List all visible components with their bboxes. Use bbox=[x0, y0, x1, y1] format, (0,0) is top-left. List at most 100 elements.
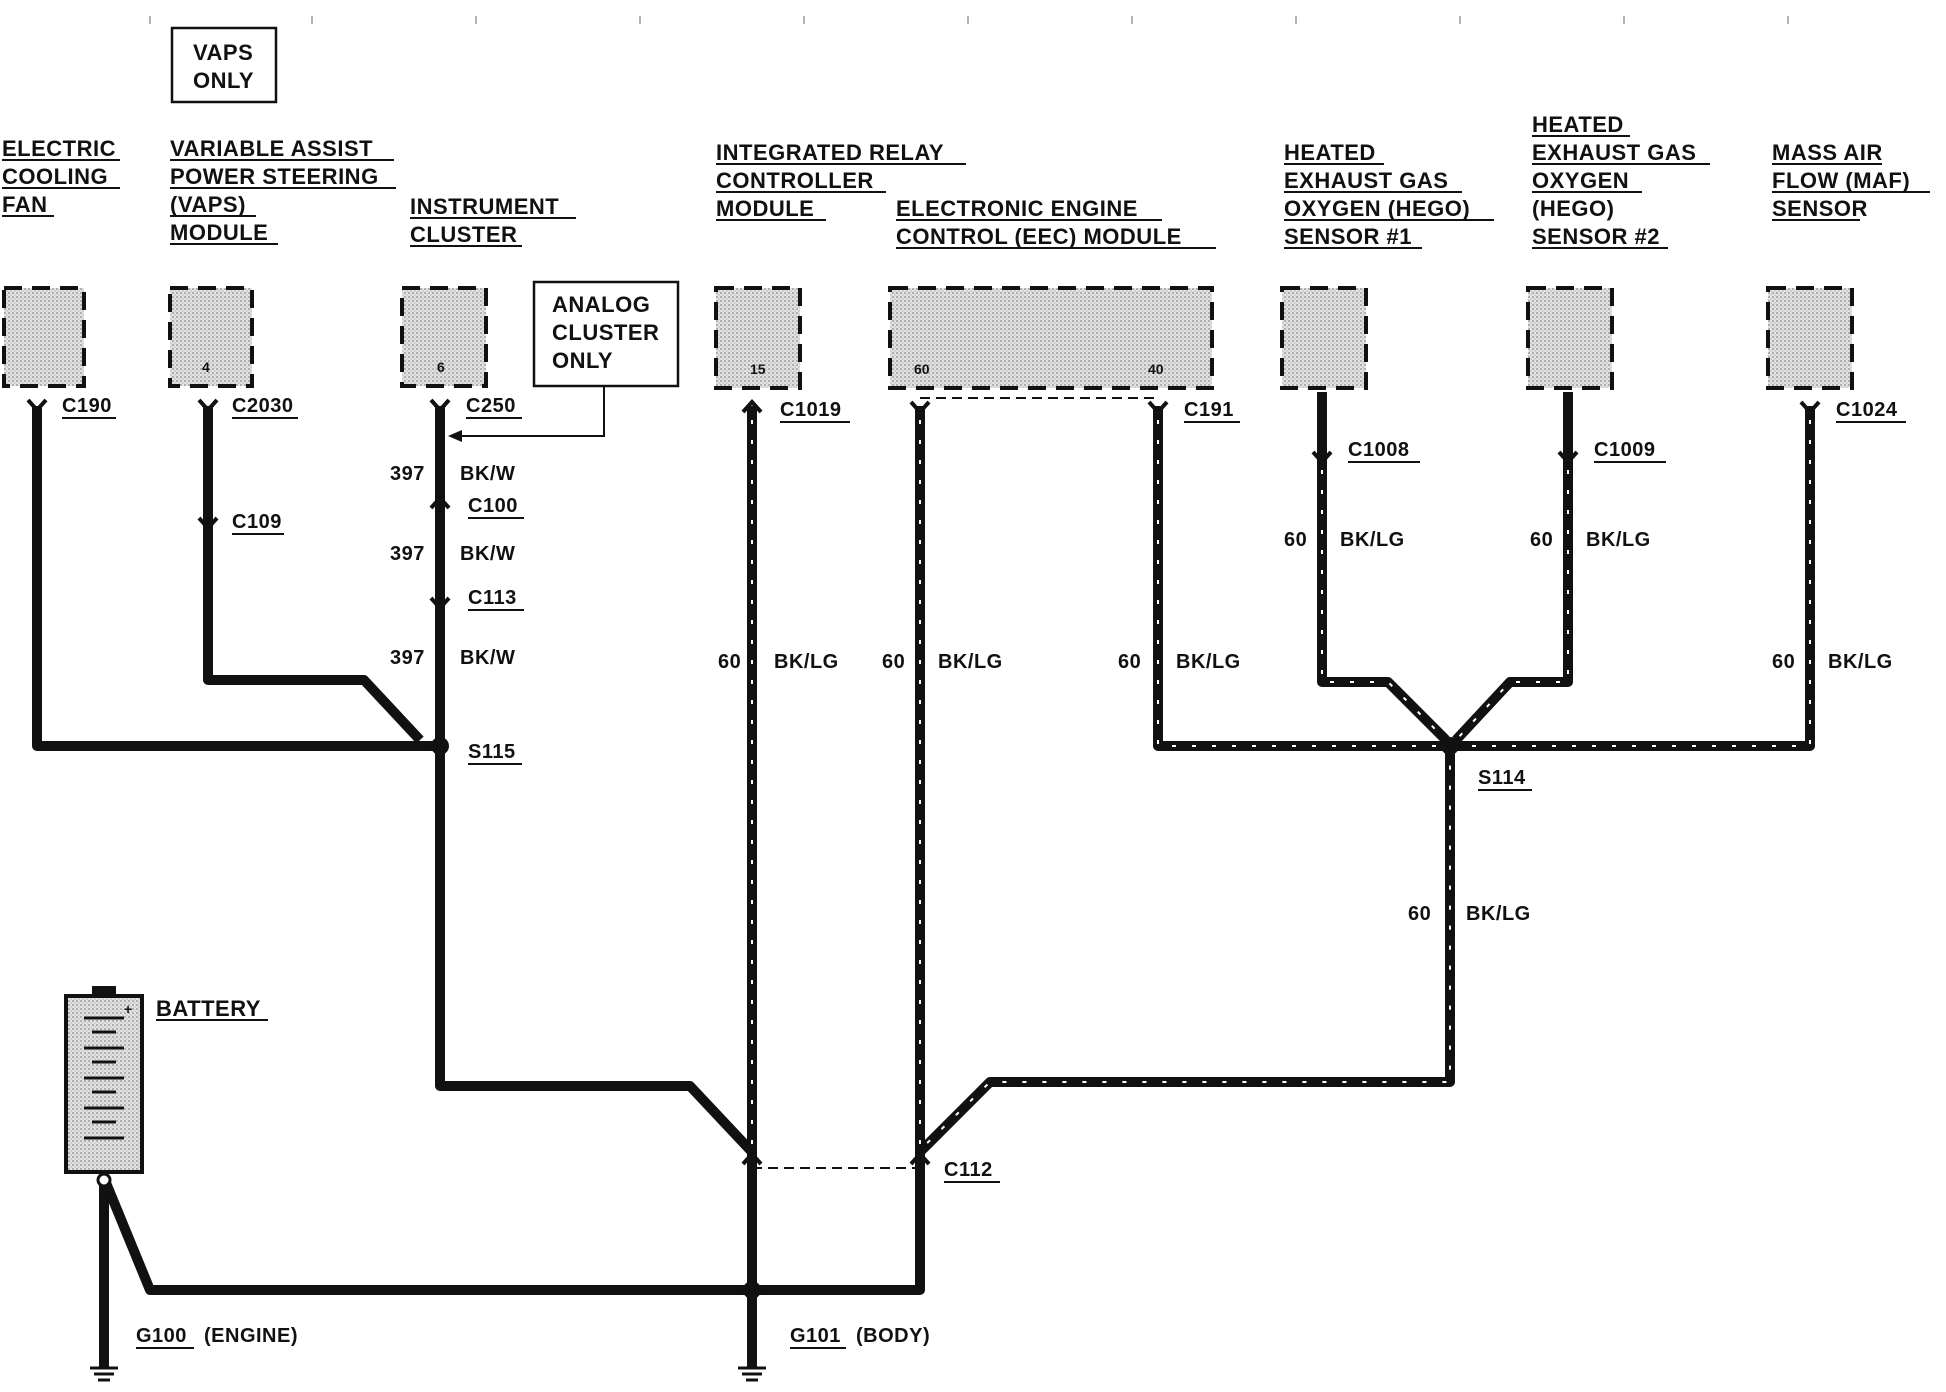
g100-label: G100 bbox=[136, 1325, 187, 1347]
hego1-label-3: OXYGEN (HEGO) bbox=[1284, 196, 1470, 221]
splice-s115-dot bbox=[431, 737, 449, 755]
eec-pin-a-number: 60 bbox=[914, 361, 930, 377]
circuit-397-color-1: BK/W bbox=[460, 463, 515, 485]
eec-pin-b-number: 40 bbox=[1148, 361, 1164, 377]
c1019-symbol bbox=[741, 399, 763, 414]
s114-label: S114 bbox=[1478, 767, 1526, 789]
eec-c191-symbol-a bbox=[909, 400, 931, 415]
irc-pin-number: 15 bbox=[750, 361, 766, 377]
wire-battery-g101 bbox=[99, 1176, 752, 1295]
vaps-pin-number: 4 bbox=[202, 359, 210, 375]
maf-sensor-box bbox=[1766, 286, 1854, 390]
hego2-label-4: (HEGO) bbox=[1532, 196, 1614, 221]
c112-symbol-a bbox=[741, 1151, 763, 1166]
c109-label: C109 bbox=[232, 511, 282, 533]
circuit-60-num-irc: 60 bbox=[718, 651, 741, 673]
hego-sensor-2-box bbox=[1526, 286, 1614, 390]
c2030-label: C2030 bbox=[232, 395, 293, 417]
wire-maf-ground bbox=[1450, 406, 1815, 751]
c1008-label: C1008 bbox=[1348, 439, 1409, 461]
s115-label: S115 bbox=[468, 741, 516, 763]
c1024-label: C1024 bbox=[1836, 399, 1898, 421]
hego2-label-2: EXHAUST GAS bbox=[1532, 140, 1696, 165]
c1024-symbol bbox=[1799, 400, 1821, 415]
circuit-60-num-hego2: 60 bbox=[1530, 529, 1553, 551]
eec-label-2: CONTROL (EEC) MODULE bbox=[896, 224, 1182, 249]
circuit-60-color-irc: BK/LG bbox=[774, 651, 839, 673]
irc-label-3: MODULE bbox=[716, 196, 814, 221]
circuit-60-color-maf: BK/LG bbox=[1828, 651, 1893, 673]
cluster-label-1: INSTRUMENT bbox=[410, 194, 559, 219]
component-labels: ELECTRIC COOLING FAN VARIABLE ASSIST POW… bbox=[2, 112, 1930, 1021]
irc-label-1: INTEGRATED RELAY bbox=[716, 140, 944, 165]
circuit-397-num-2: 397 bbox=[390, 543, 425, 565]
c190-label: C190 bbox=[62, 395, 112, 417]
circuit-60-color-eec-a: BK/LG bbox=[938, 651, 1003, 673]
wire-vaps-ground bbox=[203, 406, 424, 744]
wire-stripes bbox=[751, 420, 1811, 1153]
vaps-only-line1: VAPS bbox=[193, 40, 253, 65]
circuit-60-num-eec-b: 60 bbox=[1118, 651, 1141, 673]
hego2-label-5: SENSOR #2 bbox=[1532, 224, 1660, 249]
g101-junction-dot bbox=[743, 1281, 761, 1299]
c1008-symbol bbox=[1311, 450, 1333, 465]
c100-symbol bbox=[429, 495, 451, 510]
wire-s115-to-c112 bbox=[435, 746, 756, 1156]
ground-g101-symbol bbox=[738, 1366, 766, 1382]
circuit-397-num-3: 397 bbox=[390, 647, 425, 669]
ruler-ticks bbox=[149, 16, 1789, 24]
vaps-only-note bbox=[170, 26, 278, 104]
c190-symbol bbox=[26, 398, 48, 413]
vaps-label-3: (VAPS) bbox=[170, 192, 246, 217]
circuit-397-color-2: BK/W bbox=[460, 543, 515, 565]
c100-label: C100 bbox=[468, 495, 518, 517]
analog-note-line3: ONLY bbox=[552, 348, 613, 373]
hego1-label-1: HEATED bbox=[1284, 140, 1376, 165]
c1009-label: C1009 bbox=[1594, 439, 1655, 461]
g101-location: (BODY) bbox=[856, 1325, 930, 1347]
vaps-label-1: VARIABLE ASSIST bbox=[170, 136, 373, 161]
circuit-397-num-1: 397 bbox=[390, 463, 425, 485]
fan-label-2: COOLING bbox=[2, 164, 108, 189]
analog-note-arrowhead bbox=[448, 430, 462, 442]
irc-label-2: CONTROLLER bbox=[716, 168, 874, 193]
c1019-label: C1019 bbox=[780, 399, 841, 421]
vaps-module-box bbox=[168, 286, 254, 388]
vaps-only-line2: ONLY bbox=[193, 68, 254, 93]
c2030-symbol bbox=[197, 398, 219, 413]
vaps-label-4: MODULE bbox=[170, 220, 268, 245]
c112-label: C112 bbox=[944, 1159, 993, 1181]
hego2-label-1: HEATED bbox=[1532, 112, 1624, 137]
analog-note-line2: CLUSTER bbox=[552, 320, 659, 345]
g101-label: G101 bbox=[790, 1325, 841, 1347]
analog-cluster-only-note bbox=[532, 280, 680, 388]
eec-module-box bbox=[888, 286, 1214, 390]
connector-labels: C190 C2030 C109 C250 C100 C113 C1019 C19… bbox=[62, 395, 1906, 1183]
eec-c191-symbol-b bbox=[1147, 400, 1169, 415]
connector-symbols bbox=[26, 398, 1821, 1166]
wire-eec-ground-a bbox=[752, 406, 925, 1295]
analog-note-line1: ANALOG bbox=[552, 292, 650, 317]
c112-symbol-b bbox=[909, 1151, 931, 1166]
maf-label-3: SENSOR bbox=[1772, 196, 1868, 221]
splice-ground-labels: S115 S114 G100 (ENGINE) G101 (BODY) bbox=[136, 741, 1532, 1349]
circuit-60-color-s114: BK/LG bbox=[1466, 903, 1531, 925]
circuit-60-num-maf: 60 bbox=[1772, 651, 1795, 673]
circuit-60-color-hego2: BK/LG bbox=[1586, 529, 1651, 551]
wires bbox=[32, 386, 1815, 1368]
hego-sensor-1-box bbox=[1280, 286, 1368, 390]
fan-label-3: FAN bbox=[2, 192, 48, 217]
circuit-60-num-s114: 60 bbox=[1408, 903, 1431, 925]
wire-fan-ground bbox=[32, 406, 440, 751]
c250-label: C250 bbox=[466, 395, 516, 417]
circuit-60-num-hego1: 60 bbox=[1284, 529, 1307, 551]
svg-text:+: + bbox=[124, 1001, 132, 1017]
components: 4 6 15 60 40 bbox=[2, 286, 1854, 390]
splice-s114-dot bbox=[1441, 737, 1459, 755]
maf-label-2: FLOW (MAF) bbox=[1772, 168, 1910, 193]
analog-note-leader bbox=[454, 386, 605, 437]
fan-label-1: ELECTRIC bbox=[2, 136, 116, 161]
wire-hego1-ground bbox=[1317, 392, 1450, 744]
cluster-pin-number: 6 bbox=[437, 359, 445, 375]
